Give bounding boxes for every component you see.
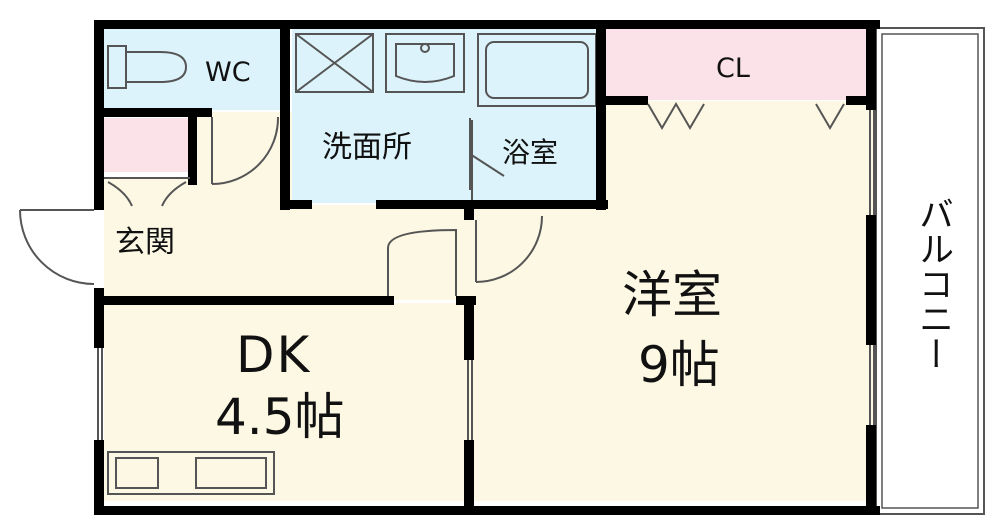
walls — [94, 20, 880, 515]
floor-shoe-cabinet — [104, 118, 190, 172]
balcony-inner — [881, 33, 979, 509]
floor-dk — [104, 303, 474, 501]
closet-label: CL — [716, 53, 750, 84]
balcony-label: バルコニー — [913, 196, 953, 371]
wc-label: WC — [205, 57, 251, 88]
dk-label: DK — [236, 326, 312, 384]
washing-machine-pan-icon — [295, 33, 374, 93]
dk-size: 4.5帖 — [215, 388, 345, 446]
floor-wc — [104, 28, 282, 110]
floor-corridor — [292, 205, 473, 300]
balcony-outline — [875, 27, 985, 515]
washbasin-icon — [385, 33, 465, 93]
floor-entrance — [104, 178, 194, 300]
western-room-size: 9帖 — [638, 336, 720, 394]
entrance-label: 玄関 — [115, 225, 175, 260]
windows — [97, 110, 875, 440]
floor-washroom — [292, 28, 472, 203]
floor-closet — [606, 28, 876, 100]
doors — [19, 102, 845, 296]
washroom-label: 洗面所 — [322, 130, 412, 165]
toilet-icon — [107, 45, 188, 89]
western-room-label: 洋室 — [622, 266, 722, 324]
floor-hall — [194, 112, 292, 300]
kitchen-counter — [107, 451, 275, 495]
bathroom-label: 浴室 — [502, 136, 559, 169]
floor-bathroom — [472, 28, 604, 203]
